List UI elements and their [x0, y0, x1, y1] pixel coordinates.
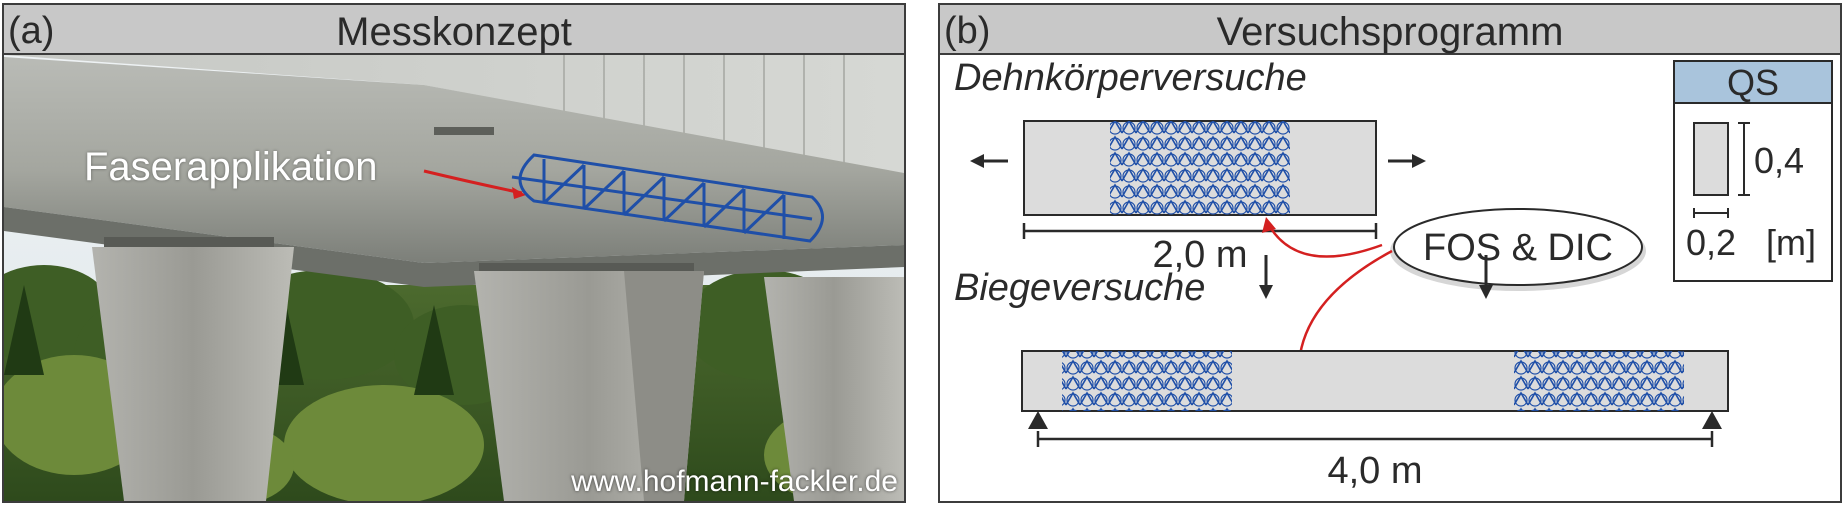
cross-section-height-dim	[1738, 122, 1750, 196]
load-arrow-right	[1479, 255, 1493, 299]
measurement-label: FOS & DIC	[1423, 227, 1613, 269]
fiber-application-label: Faserapplikation	[84, 145, 378, 189]
cross-section-unit: [m]	[1766, 222, 1816, 263]
panel-measurement-concept: (a) Messkonzept	[2, 3, 906, 503]
bending-dimension-line	[1036, 431, 1714, 447]
cross-section-header	[1673, 60, 1833, 104]
cross-section-shape	[1693, 122, 1729, 196]
panel-b-tag: (b)	[944, 10, 991, 52]
panel-b-title: Versuchsprogramm	[1216, 10, 1564, 54]
cross-section-width: 0,2	[1686, 222, 1736, 263]
panel-b-header: (b) Versuchsprogramm	[940, 5, 1840, 55]
tension-arrow-right	[1388, 154, 1426, 168]
support-right	[1702, 411, 1722, 429]
fiber-grid	[511, 153, 824, 243]
cross-section-title: QS	[1727, 62, 1779, 103]
panel-a-tag: (a)	[8, 10, 55, 52]
load-arrow-left	[1259, 255, 1273, 299]
watermark-text: www.hofmann-fackler.de	[571, 465, 898, 498]
panel-a-header: (a) Messkonzept	[4, 5, 904, 55]
bending-fiber-pattern-left	[1062, 351, 1232, 411]
cross-section-width-dim	[1693, 208, 1729, 218]
bridge-photo	[4, 55, 904, 501]
cross-section-height: 0,4	[1754, 140, 1804, 181]
pointer-to-tension	[1262, 217, 1383, 258]
tension-dimension-line	[1022, 223, 1378, 239]
bending-length-label: 4,0 m	[1327, 450, 1422, 492]
measurement-bubble	[1393, 208, 1643, 286]
tension-arrow-left	[970, 154, 1008, 168]
tension-fiber-pattern	[1110, 121, 1290, 215]
bending-test-label: Biegeversuche	[954, 267, 1205, 309]
support-left	[1028, 411, 1048, 429]
panel-test-program: (b) Versuchsprogramm Dehnkörperversuche …	[938, 3, 1842, 503]
test-program-diagram: Dehnkörperversuche 2,0 m FOS & DIC	[954, 57, 1833, 492]
tension-length-label: 2,0 m	[1152, 234, 1247, 276]
panel-a-title: Messkonzept	[336, 10, 572, 54]
tension-test-label: Dehnkörperversuche	[954, 57, 1307, 99]
bending-fiber-pattern-right	[1514, 351, 1684, 411]
